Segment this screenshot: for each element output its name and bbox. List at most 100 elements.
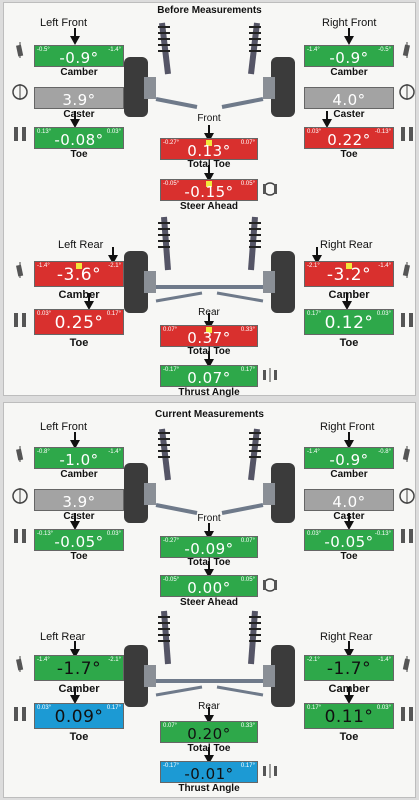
front-total-toe-value: 0.13° [187, 142, 231, 160]
thrust-angle-gauge: -0.17° 0.17° -0.01° [160, 761, 258, 783]
camber-icon [402, 446, 410, 462]
tick-min: -0.27° [163, 140, 180, 146]
tick-max: -0.5° [378, 47, 391, 53]
tick-min: -2.1° [307, 263, 320, 269]
lf-camber-value: -0.9° [59, 49, 99, 67]
lf-caster-value: 3.9° [62, 91, 96, 109]
total-toe-arrow [204, 523, 214, 540]
lf-toe-gauge: -0.13° 0.03° -0.05° [34, 529, 124, 551]
caster-label: Caster [333, 109, 365, 120]
rf-toe-gauge: 0.03° -0.13° -0.05° [304, 529, 394, 551]
caster-icon [399, 84, 415, 100]
lf-camber-gauge: -0.8° -1.4° -1.0° [34, 447, 124, 469]
steering-icon [263, 182, 277, 196]
steering-icon [263, 578, 277, 592]
rf-toe-value: -0.05° [324, 533, 374, 551]
tick-max: -2.1° [108, 263, 121, 269]
toe-icon [401, 707, 413, 721]
panel-title: Current Measurements [155, 409, 264, 420]
tick-max: -1.4° [108, 47, 121, 53]
camber-icon [16, 446, 24, 462]
camber-icon [402, 262, 410, 278]
camber-label: Camber [58, 289, 100, 301]
front-total-toe-gauge: -0.27° 0.07° 0.13° [160, 138, 258, 160]
rear-suspension-graphic [124, 216, 295, 313]
tick-max: 0.03° [106, 129, 121, 135]
front-suspension-graphic [124, 22, 295, 117]
target-marker [346, 263, 352, 269]
tick-min: -0.05° [163, 181, 180, 187]
steer-ahead-gauge: -0.05° 0.05° 0.00° [160, 575, 258, 597]
lr-toe-value: 0.09° [54, 707, 104, 727]
tick-max: -1.4° [378, 657, 391, 663]
left-front-heading: Left Front [40, 421, 88, 433]
right-rear-heading: Right Rear [320, 239, 373, 251]
tick-min: 0.17° [307, 311, 322, 317]
camber-label: Camber [330, 469, 368, 480]
toe-label: Toe [340, 149, 358, 160]
toe-arrow [70, 111, 80, 128]
panel-title: Before Measurements [157, 5, 262, 16]
rr-camber-gauge: -2.1° -1.4° -1.7° [304, 655, 394, 681]
tick-max: 0.17° [240, 763, 255, 769]
camber-icon [16, 656, 24, 672]
lr-camber-gauge: -1.4° -2.1° -1.7° [34, 655, 124, 681]
lf-toe-gauge: 0.13° 0.03° -0.08° [34, 127, 124, 149]
rf-caster-gauge: 4.0° [304, 489, 394, 511]
rear-suspension-graphic [124, 610, 295, 707]
lf-camber-gauge: -0.5° -1.4° -0.9° [34, 45, 124, 67]
thrust-angle-arrow [204, 747, 214, 764]
tick-max: -0.13° [374, 531, 391, 537]
camber-arrow [344, 641, 354, 658]
total-toe-label: Total Toe [187, 159, 231, 170]
rear-total-toe-gauge: 0.07° 0.33° 0.37° [160, 325, 258, 347]
lf-toe-value: -0.08° [54, 131, 104, 149]
camber-arrow [108, 247, 118, 264]
right-front-heading: Right Front [320, 421, 375, 433]
tick-max: 0.05° [240, 577, 255, 583]
steer-ahead-gauge: -0.05° 0.05° -0.15° [160, 179, 258, 201]
tick-max: -2.1° [108, 657, 121, 663]
rr-camber-gauge: -2.1° -1.4° -3.2° [304, 261, 394, 287]
tick-min: 0.17° [307, 705, 322, 711]
camber-arrow [70, 432, 80, 449]
tick-min: 0.03° [37, 705, 52, 711]
thrust-angle-label: Thrust Angle [178, 783, 240, 794]
tick-min: -0.17° [163, 763, 180, 769]
rear-heading: Rear [198, 701, 220, 712]
camber-label: Camber [328, 289, 370, 301]
front-heading: Front [197, 113, 221, 124]
toe-label: Toe [70, 149, 88, 160]
target-marker [206, 327, 212, 333]
toe-icon [14, 529, 26, 543]
toe-icon [401, 529, 413, 543]
lf-toe-value: -0.05° [54, 533, 104, 551]
rf-camber-value: -0.9° [329, 451, 369, 469]
toe-icon [14, 127, 26, 141]
rear-total-toe-value: 0.20° [187, 725, 231, 743]
target-marker [206, 181, 212, 187]
steer-ahead-value: 0.00° [187, 579, 231, 597]
left-rear-heading: Left Rear [58, 239, 104, 251]
tick-max: -1.4° [108, 449, 121, 455]
rr-toe-gauge: 0.17° 0.03° 0.11° [304, 703, 394, 729]
toe-label: Toe [69, 337, 89, 349]
camber-label: Camber [58, 683, 100, 695]
rr-camber-value: -1.7° [326, 659, 372, 679]
camber-arrow [312, 247, 322, 264]
tick-max: 0.17° [106, 311, 121, 317]
front-suspension-graphic [124, 428, 295, 523]
rf-camber-gauge: -1.4° -0.8° -0.9° [304, 447, 394, 469]
rf-camber-value: -0.9° [329, 49, 369, 67]
tick-max: 0.17° [106, 705, 121, 711]
caster-icon [12, 488, 28, 504]
tick-max: 0.33° [240, 327, 255, 333]
tick-min: -0.5° [37, 47, 50, 53]
rr-camber-value: -3.2° [326, 265, 372, 285]
rr-toe-gauge: 0.17° 0.03° 0.12° [304, 309, 394, 335]
tick-min: -0.8° [37, 449, 50, 455]
rf-camber-gauge: -1.4° -0.5° -0.9° [304, 45, 394, 67]
toe-label: Toe [69, 731, 89, 743]
toe-label: Toe [340, 551, 358, 562]
rf-toe-gauge: 0.03° -0.13° 0.22° [304, 127, 394, 149]
